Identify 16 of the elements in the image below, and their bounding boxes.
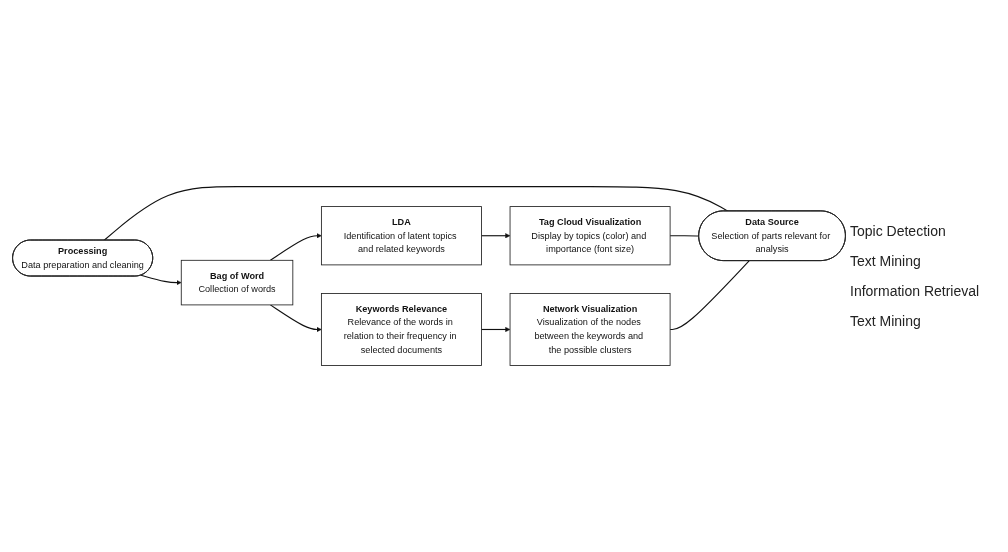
connector	[669, 260, 750, 330]
note-label: Topic Detection	[850, 223, 947, 239]
node-box: Bag of Word Collection of words	[180, 259, 294, 306]
arrow	[269, 233, 322, 261]
note-label: Information Retrieval	[850, 283, 981, 299]
node-box: Keywords Relevance Relevance of the words in relation to their frequency in selected documents	[321, 293, 482, 366]
arrow	[269, 304, 322, 332]
node-box: LDA Identification of latent topics and related keywords	[321, 206, 482, 266]
connector	[669, 235, 700, 237]
arrow	[480, 326, 511, 332]
arrow	[140, 274, 182, 286]
note-label: Text Mining	[850, 313, 922, 329]
note-label: Text Mining	[850, 253, 922, 269]
node-box: Network Visualization Visualization of the nodes between the keywords and the possible clusters	[509, 293, 671, 366]
arrow	[480, 233, 511, 239]
node-box: Tag Cloud Visualization Display by topics (color) and importance (font size)	[509, 206, 671, 266]
